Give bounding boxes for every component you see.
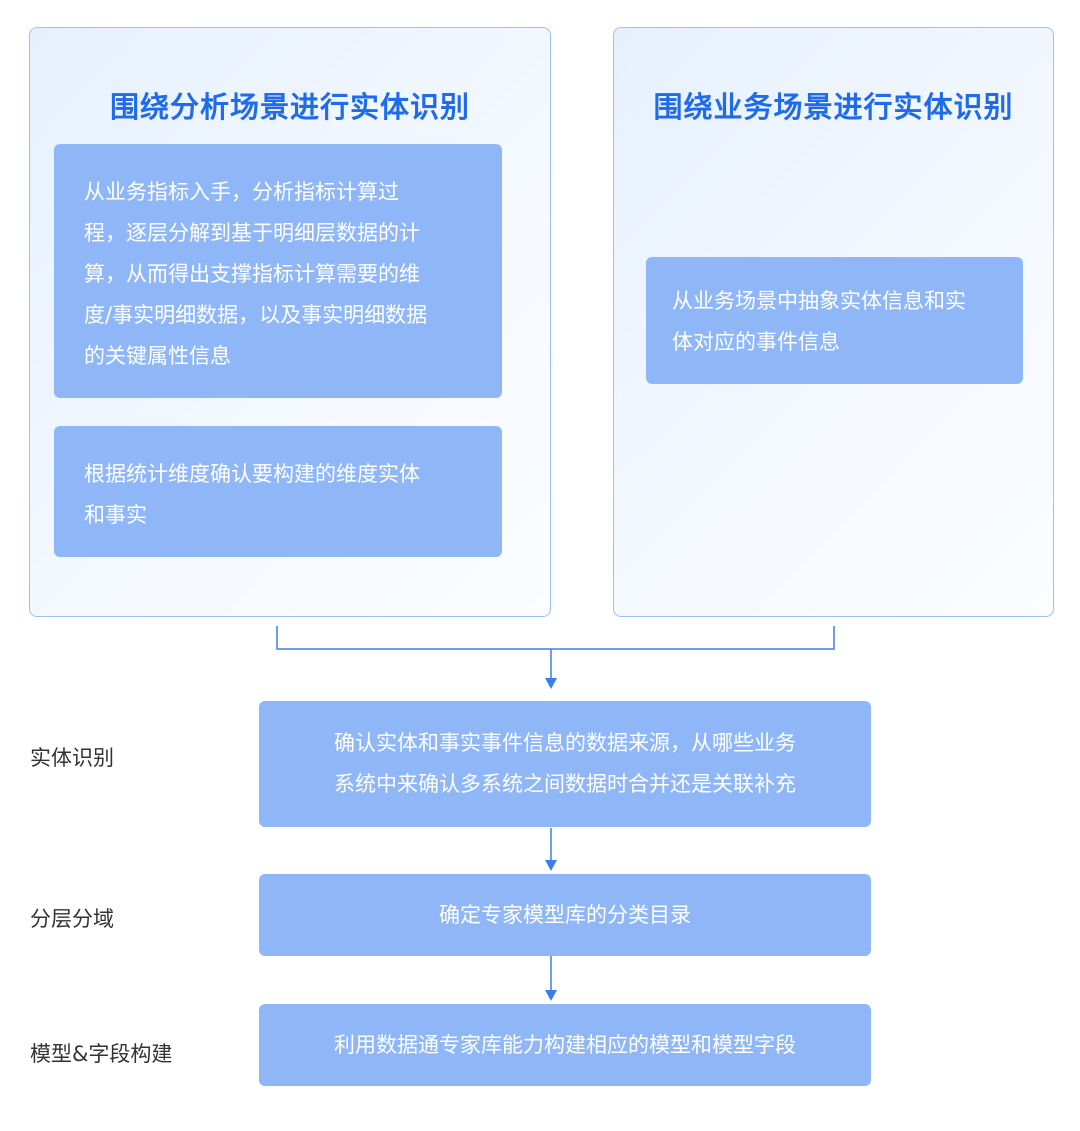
card-line: 和事实 <box>84 503 147 527</box>
card-line: 从业务指标入手，分析指标计算过 <box>84 180 399 204</box>
card-line: 的关键属性信息 <box>84 344 231 368</box>
step-line: 系统中来确认多系统之间数据时合并还是关联补充 <box>334 772 796 796</box>
right-panel: 围绕业务场景进行实体识别 从业务场景中抽象实体信息和实 体对应的事件信息 <box>613 27 1054 617</box>
step-label-model: 模型&字段构建 <box>30 1042 173 1066</box>
step-box-model: 利用数据通专家库能力构建相应的模型和模型字段 <box>259 1004 871 1086</box>
step-label-layering: 分层分域 <box>30 907 114 931</box>
left-panel-title: 围绕分析场景进行实体识别 <box>109 90 470 124</box>
arrow-head-1 <box>545 678 557 689</box>
right-panel-title: 围绕业务场景进行实体识别 <box>653 90 1014 124</box>
card-line: 算，从而得出支撑指标计算需要的维 <box>84 262 420 286</box>
merge-bracket <box>276 626 835 650</box>
step-box-entity: 确认实体和事实事件信息的数据来源，从哪些业务 系统中来确认多系统之间数据时合并还… <box>259 701 871 827</box>
card-line: 根据统计维度确认要构建的维度实体 <box>84 462 420 486</box>
card-line: 度/事实明细数据，以及事实明细数据 <box>84 303 428 327</box>
step-line: 确定专家模型库的分类目录 <box>439 902 691 927</box>
left-card-metrics: 从业务指标入手，分析指标计算过 程，逐层分解到基于明细层数据的计 算，从而得出支… <box>54 144 502 398</box>
left-card-dimensions: 根据统计维度确认要构建的维度实体 和事实 <box>54 426 502 557</box>
right-card-business: 从业务场景中抽象实体信息和实 体对应的事件信息 <box>646 257 1023 384</box>
card-line: 体对应的事件信息 <box>672 330 840 354</box>
card-line: 从业务场景中抽象实体信息和实 <box>672 289 966 313</box>
card-line: 程，逐层分解到基于明细层数据的计 <box>84 221 420 245</box>
step-line: 确认实体和事实事件信息的数据来源，从哪些业务 <box>334 731 796 755</box>
step-box-layering: 确定专家模型库的分类目录 <box>259 874 871 956</box>
left-panel: 围绕分析场景进行实体识别 从业务指标入手，分析指标计算过 程，逐层分解到基于明细… <box>29 27 551 617</box>
arrow-head-2 <box>545 860 557 871</box>
step-label-entity: 实体识别 <box>30 746 114 770</box>
arrow-head-3 <box>545 990 557 1001</box>
step-line: 利用数据通专家库能力构建相应的模型和模型字段 <box>334 1032 796 1057</box>
